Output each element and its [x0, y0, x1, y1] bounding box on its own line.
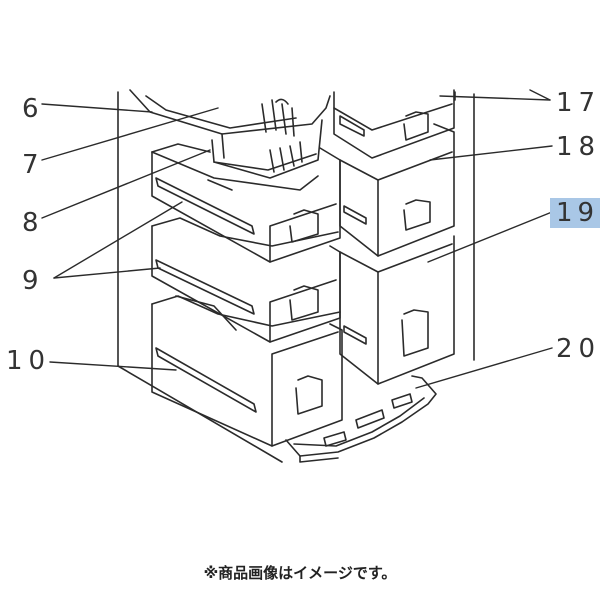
part-18-right-middle-bin — [339, 123, 455, 257]
part-17-right-top-bin — [333, 89, 455, 159]
callout-19-highlighted: 19 — [550, 198, 600, 228]
leader-18 — [429, 145, 553, 161]
part-19-right-lower-bin — [339, 235, 455, 385]
frame-lines — [117, 91, 475, 463]
part-8-upper-bin — [151, 143, 341, 263]
leader-7 — [41, 107, 219, 161]
leader-6 — [41, 103, 153, 113]
leader-20 — [415, 347, 553, 389]
leader-19 — [427, 211, 553, 263]
leader-lines — [41, 89, 553, 389]
part-20-guide-plate — [285, 375, 437, 463]
part-10-lower-bin — [151, 295, 343, 447]
leader-10 — [49, 361, 177, 371]
callout-6: 6 — [22, 94, 45, 124]
callout-10: 10 — [6, 346, 52, 376]
callout-9: 9 — [22, 266, 45, 296]
leader-17b — [529, 89, 551, 101]
callout-18: 18 — [556, 132, 600, 162]
leader-9b — [53, 267, 161, 279]
image-disclaimer: ※商品画像はイメージです。 — [203, 564, 397, 582]
callout-8: 8 — [22, 208, 45, 238]
part-7-caddy — [211, 98, 323, 179]
leader-8 — [41, 149, 211, 219]
callout-20: 20 — [556, 334, 600, 364]
leader-17 — [439, 95, 551, 101]
leader-9a — [53, 201, 183, 279]
callout-17: 17 — [556, 88, 600, 118]
part-9-middle-bin — [151, 217, 341, 343]
part-6-cover-tray — [129, 89, 331, 159]
callout-7: 7 — [22, 150, 45, 180]
